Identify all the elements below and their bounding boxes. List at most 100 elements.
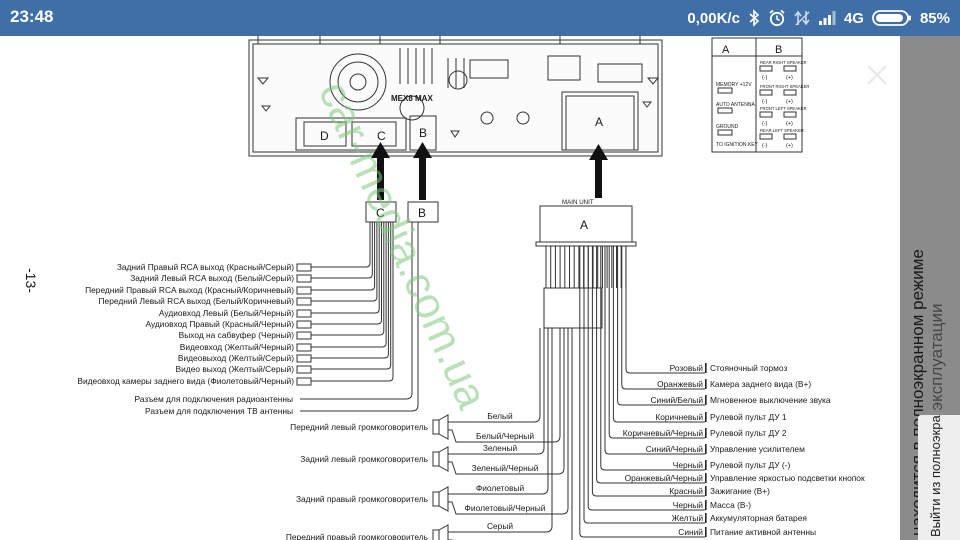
close-icon[interactable]: [862, 60, 892, 90]
separator: [705, 460, 707, 470]
speaker-wire: [448, 328, 553, 533]
wire: [579, 246, 705, 538]
rca-plug-icon: [296, 331, 312, 340]
speaker-label: Передний левый громкоговоритель: [290, 422, 428, 432]
status-time: 23:48: [10, 7, 54, 26]
rca-label: Выход на сабвуфер (Черный): [179, 330, 295, 340]
wiring-diagram: -13- MEX8 MAX D C B A C B: [23, 36, 865, 540]
plug-c-label: C: [376, 206, 385, 220]
plug-b-label: B: [418, 206, 426, 220]
wire: [322, 222, 380, 314]
wire: [604, 246, 705, 455]
rca-plug-icon: [296, 309, 312, 318]
wire: [322, 222, 382, 325]
wire-color-label: Черный: [673, 500, 704, 510]
wire-color-label: Оранжевый: [657, 379, 703, 389]
network-type: 4G: [843, 9, 864, 27]
rca-label: Видео выход (Желтый/Серый): [176, 364, 295, 374]
speaker-label: Задний правый громкоговоритель: [296, 494, 429, 504]
wire-color-label: Черный: [673, 460, 704, 470]
inset-pin-label: MEMORY +12V: [716, 82, 752, 88]
antenna-connectors: Разъем для подключения радиоантенныРазъе…: [135, 222, 419, 416]
wire-color-label: Фиолетовый: [476, 483, 525, 493]
wire-function-label: Мгновенное выключение звука: [710, 395, 831, 405]
speaker-wire: [448, 328, 541, 423]
inset-pin-label: AUTO ANTENNA: [716, 102, 755, 108]
wire-color-label: Красный: [669, 486, 703, 496]
inset-polarity: (+): [786, 75, 793, 81]
inset-col-a: A: [722, 44, 730, 56]
wire-clip: [543, 287, 603, 329]
separator: [705, 412, 707, 422]
separator: [705, 444, 707, 454]
speaker-wire: [448, 328, 565, 475]
antenna-wire: [300, 222, 413, 400]
wire-function-label: Зажигание (В+): [710, 486, 770, 496]
wire: [583, 246, 705, 524]
wire: [587, 246, 705, 511]
speaker-icon: [432, 486, 449, 512]
inset-pin-label: GROUND: [716, 124, 739, 130]
rca-label: Передний Левый RCA выход (Белый/Коричнев…: [99, 296, 295, 306]
connector-c-label: C: [377, 129, 386, 143]
wire: [322, 222, 371, 268]
wire-color-label: Фиолетовый/Черный: [465, 503, 546, 513]
main-unit-caption: MAIN UNIT: [562, 199, 594, 206]
wire: [322, 222, 378, 302]
connector-a-label: A: [595, 115, 603, 129]
wire-function-label: Управление усилителем: [710, 444, 805, 454]
wire: [591, 246, 705, 497]
rca-label: Видеовход камеры заднего вида (Фиолетовы…: [77, 376, 294, 386]
plug-a: [539, 205, 633, 243]
plug-a-label: A: [580, 218, 588, 232]
inset-pin-label: FRONT RIGHT SPEAKER: [760, 84, 809, 89]
inset-polarity: (+): [786, 121, 793, 127]
connector-b-label: B: [419, 126, 427, 140]
arrow-icon: [371, 142, 608, 200]
wire-color-label: Синий: [678, 527, 703, 537]
wire-color-label: Желтый: [672, 513, 704, 523]
separator: [705, 513, 707, 523]
status-bar: 23:48 0,00K/c 4G 85%: [0, 0, 960, 36]
speaker-icon: [432, 446, 449, 472]
inset-polarity: (-): [762, 121, 768, 127]
wire-color-label: Оранжевый/Черный: [625, 473, 704, 483]
wire: [621, 246, 705, 390]
wire-color-label: Розовый: [670, 363, 704, 373]
connector-d-label: D: [320, 129, 329, 143]
speaker-wire: [448, 328, 549, 495]
rca-label: Видеовход (Желтый/Черный): [180, 342, 294, 352]
exit-fullscreen-button[interactable]: Выйти из полноэкра: [918, 415, 960, 540]
rca-label: Задний Правый RCA выход (Красный/Серый): [117, 262, 294, 272]
rca-plug-icon: [296, 320, 312, 329]
page-number: -13-: [23, 268, 39, 293]
wire: [322, 222, 387, 348]
inset-pin-label: FRONT LEFT SPEAKER: [760, 106, 807, 111]
rca-plug-icon: [296, 297, 312, 306]
wire-function-label: Аккумуляторная батарея: [710, 513, 807, 523]
rca-video-harness: Задний Правый RCA выход (Красный/Серый)З…: [77, 222, 394, 386]
signal-bars-icon: [818, 10, 836, 26]
wire: [596, 246, 705, 484]
inset-pin-label: TO IGNITION KEY: [716, 142, 759, 148]
speaker-icon: [432, 524, 449, 540]
wire: [617, 246, 705, 406]
wire: [322, 222, 389, 359]
wire: [608, 246, 705, 439]
manual-page[interactable]: -13- MEX8 MAX D C B A C B: [0, 36, 900, 540]
rca-label: Задний Левый RCA выход (Белый/Серый): [130, 273, 294, 283]
model-label: MEX8 MAX: [391, 94, 433, 103]
wire-function-label: Камера заднего вида (В+): [710, 379, 811, 389]
speaker-icon: [432, 414, 449, 440]
speaker-label: Передний правый громкоговоритель: [286, 532, 429, 540]
separator: [705, 473, 707, 483]
wire-function-label: Масса (В-): [710, 500, 751, 510]
network-speed: 0,00K/c: [687, 9, 740, 27]
wire: [625, 246, 705, 374]
plug-b: [407, 201, 439, 223]
wire-color-label: Коричневый: [655, 412, 703, 422]
battery-level: 85%: [919, 9, 950, 27]
wire: [612, 246, 705, 423]
